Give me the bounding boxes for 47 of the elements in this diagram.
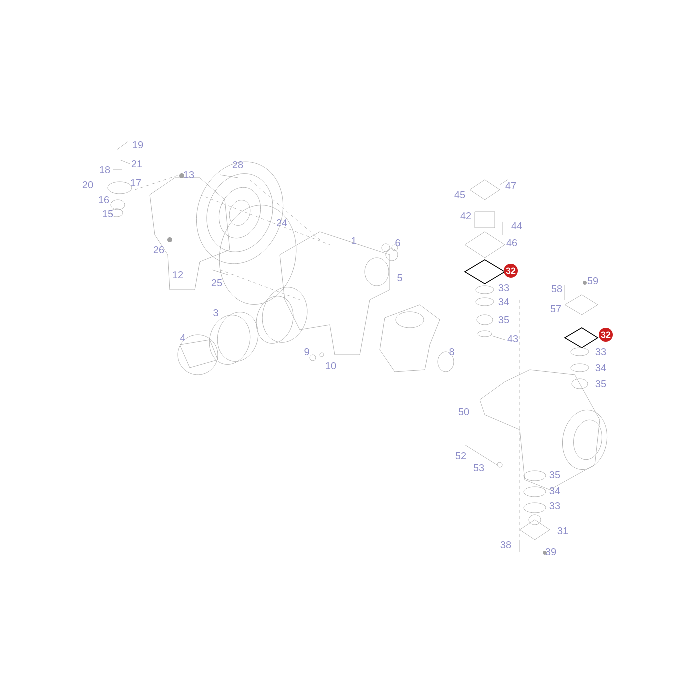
callout-number: 35 [550, 471, 560, 479]
callout-number: 35 [498, 316, 510, 324]
callout-number: 47 [506, 182, 516, 190]
callout-number: 57 [550, 306, 562, 312]
callout-number: 16 [99, 196, 110, 204]
callout-number: 1 [352, 238, 356, 244]
callout-number: 33 [550, 502, 560, 510]
callout-number: 33 [596, 348, 606, 356]
callout-number: 6 [396, 239, 400, 247]
callout-number: 26 [154, 246, 164, 254]
callout-number: 34 [596, 364, 606, 372]
callout-number: 53 [474, 464, 484, 472]
callout-number: 25 [212, 279, 222, 287]
callout-number: 44 [512, 222, 522, 230]
callout-number: 50 [458, 408, 470, 416]
callout-number: 33 [498, 284, 510, 292]
callout-number: 13 [184, 171, 194, 179]
callout-number: 10 [326, 362, 336, 370]
callout-number: 39 [546, 548, 556, 556]
callout-number: 35 [596, 380, 606, 388]
callout-number: 28 [232, 161, 244, 169]
callout-number: 18 [100, 166, 110, 174]
callout-number: 46 [506, 239, 518, 247]
callout-number: 3 [214, 309, 218, 317]
callout-number: 34 [550, 487, 560, 495]
callout-number: 58 [552, 285, 562, 293]
callout-number: 21 [132, 160, 142, 168]
callout-number: 4 [180, 334, 186, 342]
callout-number: 5 [398, 274, 402, 282]
callout-number: 24 [276, 220, 288, 226]
callout-number: 31 [558, 527, 568, 535]
callout-number: 34 [498, 298, 510, 306]
callout-number: 17 [131, 180, 142, 186]
callout-number: 12 [173, 272, 184, 278]
callout-number: 19 [133, 141, 144, 149]
callout-number: 20 [82, 181, 94, 189]
callout-number: 9 [304, 348, 310, 356]
callout-number: 52 [456, 452, 466, 460]
callout-number: 43 [508, 335, 518, 343]
callout-number: 38 [500, 541, 512, 549]
callout-number: 59 [588, 277, 598, 285]
callout-number: 45 [454, 192, 466, 198]
callout-number: 42 [460, 212, 472, 220]
callout-number: 15 [103, 210, 114, 218]
callout-badge: 32 [504, 264, 518, 278]
callout-badge: 32 [599, 328, 614, 342]
callout-number: 8 [450, 348, 454, 356]
